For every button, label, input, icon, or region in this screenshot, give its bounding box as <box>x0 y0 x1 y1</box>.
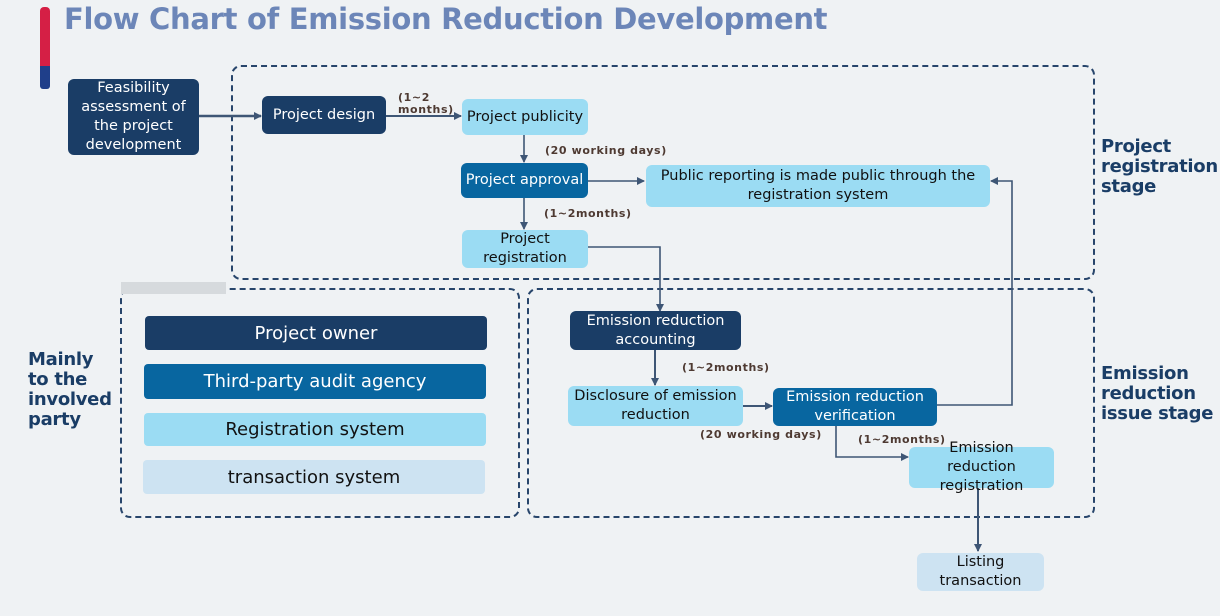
node-er-accounting: Emission reduction accounting <box>570 311 741 350</box>
node-listing-transaction: Listing transaction <box>917 553 1044 591</box>
legend-third-party-audit-label: Third-party audit agency <box>203 371 427 392</box>
node-project-publicity-label: Project publicity <box>466 108 584 125</box>
legend-project-owner: Project owner <box>145 316 487 350</box>
node-er-verification: Emission reduction verification <box>773 388 937 426</box>
node-project-approval-label: Project approval <box>465 172 584 188</box>
node-er-accounting-label: Emission reduction accounting <box>586 312 725 348</box>
node-disclosure-label: Disclosure of emission reduction <box>574 388 737 423</box>
duration-disclosure-verification: (20 working days) <box>700 428 822 441</box>
node-feasibility: Feasibility assessment of the project de… <box>68 79 199 155</box>
region-tab <box>121 282 226 294</box>
duration-design-publicity-line1: (1~2 <box>398 91 430 104</box>
duration-verification-registration: (1~2months) <box>858 433 946 446</box>
parties-label: Mainly to the involved party <box>28 349 112 430</box>
node-project-publicity: Project publicity <box>462 99 588 135</box>
legend-registration-system-label: Registration system <box>225 419 405 440</box>
arrow-registration-to-accounting <box>588 246 664 312</box>
legend-project-owner-label: Project owner <box>254 322 378 344</box>
node-feasibility-label: Feasibility assessment of the project de… <box>81 80 186 153</box>
duration-publicity-approval: (20 working days) <box>545 144 667 157</box>
legend-transaction-system-label: transaction system <box>227 466 401 488</box>
legend-third-party-audit: Third-party audit agency <box>144 364 486 399</box>
node-project-design-label: Project design <box>272 106 376 123</box>
legend-registration-system: Registration system <box>144 413 486 446</box>
duration-accounting-disclosure: (1~2months) <box>682 361 770 374</box>
page-title: Flow Chart of Emission Reduction Develop… <box>64 2 828 36</box>
node-public-reporting: Public reporting is made public through … <box>646 165 990 207</box>
node-project-design: Project design <box>262 96 386 134</box>
duration-design-publicity-line2: months) <box>398 103 454 116</box>
registration-stage-label: Project registration stage <box>1101 136 1218 197</box>
arrow-verification-to-er-registration <box>835 426 909 461</box>
node-er-registration: Emission reduction registration <box>909 440 1054 494</box>
duration-approval-registration: (1~2months) <box>544 207 632 220</box>
legend-transaction-system: transaction system <box>143 460 485 494</box>
issue-stage-label: Emission reduction issue stage <box>1101 363 1214 424</box>
node-disclosure: Disclosure of emission reduction <box>568 386 743 426</box>
node-project-registration-label: Project registration <box>483 231 567 266</box>
node-er-registration-label: Emission reduction registration <box>939 440 1024 494</box>
parties-region <box>120 288 520 518</box>
node-project-registration: Project registration <box>462 230 588 268</box>
title-accent-bar <box>40 7 50 89</box>
registration-stage-region <box>231 65 1095 280</box>
node-listing-transaction-label: Listing transaction <box>939 554 1022 589</box>
node-public-reporting-label: Public reporting is made public through … <box>660 168 976 203</box>
node-er-verification-label: Emission reduction verification <box>786 389 924 424</box>
issue-stage-region <box>527 288 1095 518</box>
node-project-approval: Project approval <box>461 163 588 198</box>
arrow-verification-to-reporting <box>937 177 1013 406</box>
